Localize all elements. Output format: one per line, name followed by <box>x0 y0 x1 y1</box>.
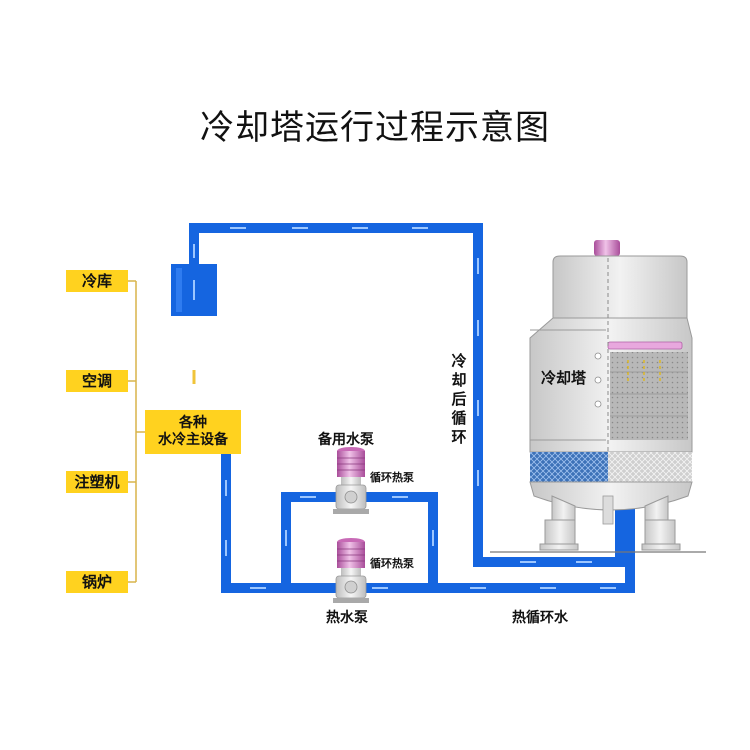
main-equipment-box: 各种 水冷主设备 <box>145 410 241 454</box>
equipment-label-air-conditioning: 空调 <box>66 370 128 392</box>
hot-water-pump-label: 热水泵 <box>326 610 368 626</box>
main-equipment-line1: 各种 <box>179 415 207 432</box>
main-equipment-line2: 水冷主设备 <box>158 432 228 448</box>
pipe-flow-marks <box>193 227 616 589</box>
fan-motor <box>594 240 620 256</box>
equipment-label-injection-molding: 注塑机 <box>66 471 128 493</box>
circulation-pump-label-bottom: 循环热泵 <box>370 557 414 570</box>
equipment-label-cold-storage: 冷库 <box>66 270 128 292</box>
air-intake-mesh <box>530 452 608 482</box>
circulation-pump-label-top: 循环热泵 <box>370 471 414 484</box>
cooled-circulation-label: 冷却后循环 <box>451 352 467 446</box>
hot-circulation-water-label: 热循环水 <box>512 610 568 626</box>
diagram-title: 冷却塔运行过程示意图 <box>200 108 550 148</box>
cooling-tower <box>490 240 706 553</box>
standby-pump <box>333 447 369 514</box>
fill-media <box>610 352 688 440</box>
tower-legs <box>539 495 681 551</box>
cooled-water-pipe <box>189 223 625 567</box>
equipment-label-boiler: 锅炉 <box>66 571 128 593</box>
water-tank <box>171 264 217 316</box>
spray-pipe <box>607 341 683 350</box>
equipment-bracket <box>128 280 145 583</box>
hot-water-pump <box>333 538 369 603</box>
cooling-tower-label: 冷却塔 <box>541 369 587 387</box>
spray-arrows <box>627 360 661 384</box>
standby-pump-label: 备用水泵 <box>318 432 374 448</box>
